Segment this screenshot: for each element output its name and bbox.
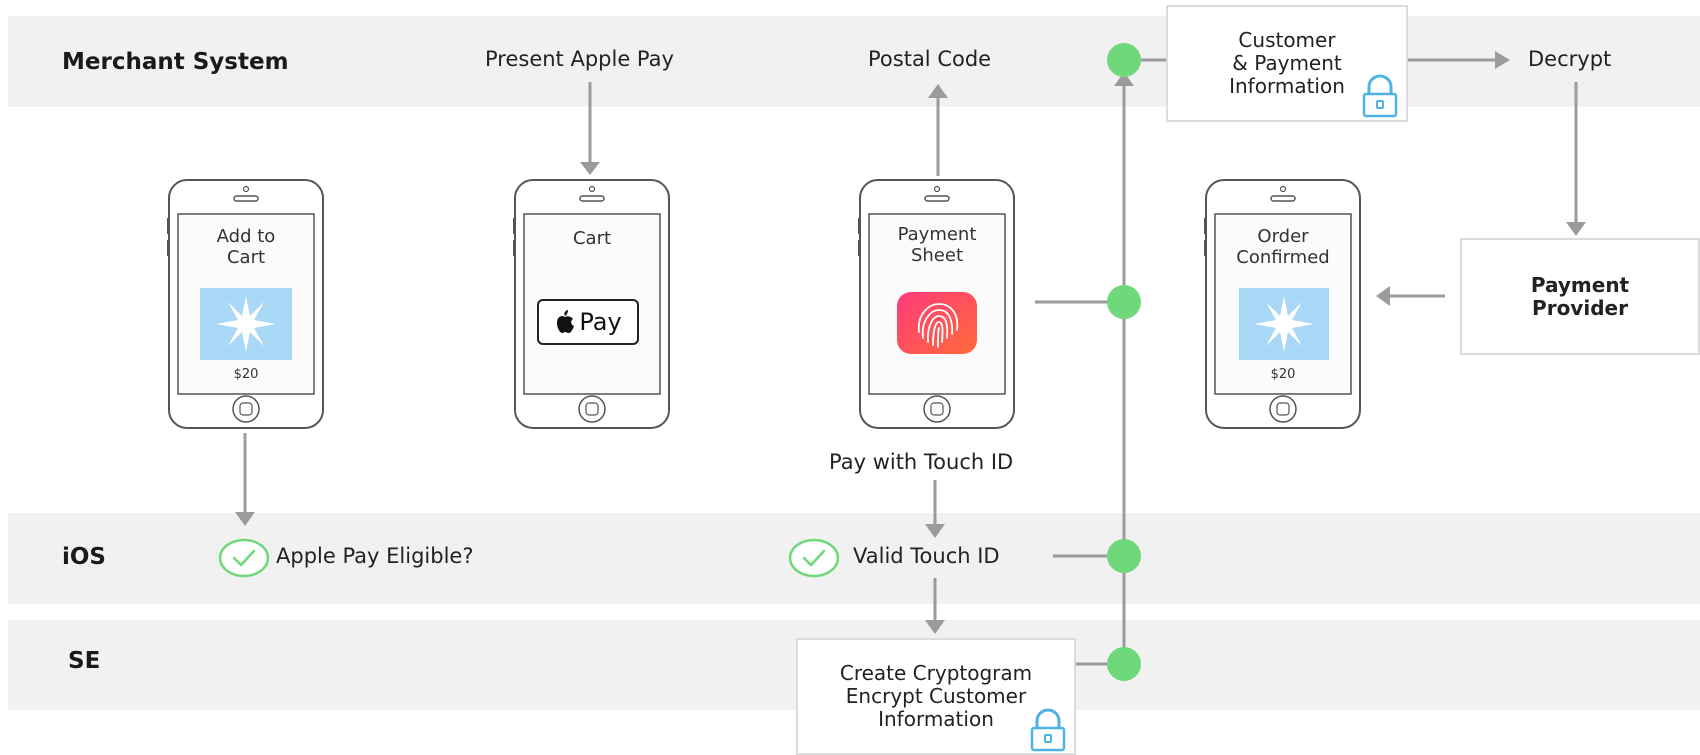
phone-payment-sheet: Payment Sheet — [857, 178, 1016, 430]
apple-pay-eligible-label: Apple Pay Eligible? — [276, 544, 474, 568]
lock-icon — [1030, 708, 1066, 752]
payment-provider-box: Payment Provider — [1460, 238, 1700, 355]
phone-order-confirmed: Order Confirmed $20 — [1203, 178, 1362, 430]
phone-cart: Cart Pay — [512, 178, 671, 430]
phone-title-line-1: Payment — [897, 224, 977, 245]
phone-title: Payment Sheet — [858, 224, 1016, 266]
postal-code-label: Postal Code — [868, 47, 992, 71]
create-cryptogram-box: Create Cryptogram Encrypt Customer Infor… — [796, 638, 1076, 755]
cryptogram-line-3: Information — [878, 707, 994, 731]
payment-provider-line-2: Provider — [1532, 295, 1628, 320]
phone-title-line-1: Add to — [216, 226, 276, 247]
fingerprint-icon — [897, 292, 977, 354]
node-se — [1107, 647, 1141, 681]
apple-pay-button[interactable]: Pay — [537, 299, 639, 345]
starburst-icon — [1239, 288, 1329, 360]
apple-logo-icon — [557, 310, 575, 333]
payment-provider-line-1: Payment — [1530, 272, 1630, 297]
lane-label-merchant: Merchant System — [62, 49, 289, 75]
customer-info-line-2: & Payment — [1232, 51, 1342, 75]
pay-with-touch-id-label: Pay with Touch ID — [829, 450, 1014, 474]
phone-title-line-1: Order — [1257, 226, 1309, 247]
phone-title-line-2: Cart — [226, 247, 266, 268]
lane-label-se: SE — [68, 648, 101, 674]
decrypt-label: Decrypt — [1528, 47, 1612, 71]
lock-icon — [1362, 74, 1398, 118]
starburst-icon — [200, 288, 292, 360]
customer-info-line-1: Customer — [1238, 28, 1336, 52]
lane-ios — [8, 513, 1700, 604]
cryptogram-line-1: Create Cryptogram — [839, 661, 1033, 685]
checkmark-circle-icon — [219, 538, 269, 578]
checkmark-circle-icon — [789, 538, 839, 578]
phone-title: Add to Cart — [167, 226, 325, 268]
node-payment-sheet — [1107, 285, 1141, 319]
cryptogram-line-2: Encrypt Customer — [845, 684, 1027, 708]
phone-title-line-1: Cart — [572, 228, 612, 249]
product-price: $20 — [233, 367, 259, 382]
phone-title-line-2: Confirmed — [1236, 247, 1330, 268]
phone-title: Cart — [513, 228, 671, 249]
node-ios — [1107, 539, 1141, 573]
valid-touch-id-label: Valid Touch ID — [853, 544, 1000, 568]
product-price: $20 — [1270, 367, 1296, 382]
phone-add-to-cart: Add to Cart $20 — [166, 178, 325, 430]
apple-pay-button-label: Pay — [579, 308, 622, 336]
node-merchant — [1107, 43, 1141, 77]
customer-info-line-3: Information — [1229, 74, 1345, 98]
present-apple-pay-label: Present Apple Pay — [485, 47, 674, 71]
phone-title: Order Confirmed — [1204, 226, 1362, 268]
lane-label-ios: iOS — [62, 544, 107, 570]
phone-title-line-2: Sheet — [910, 245, 964, 266]
